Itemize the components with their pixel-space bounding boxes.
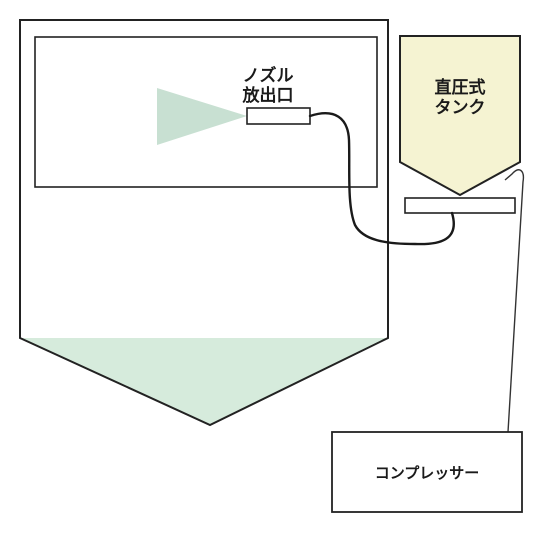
pressure-tank bbox=[399, 35, 521, 214]
blast-cabinet bbox=[19, 19, 389, 427]
tank-mixing-valve bbox=[404, 197, 516, 214]
nozzle-outlet bbox=[246, 107, 311, 125]
tank-label-line2: タンク bbox=[435, 98, 486, 118]
cabinet-outline bbox=[19, 19, 389, 427]
tank-body bbox=[399, 35, 521, 197]
tank-label-line1: 直圧式 bbox=[435, 77, 486, 98]
spray-cone bbox=[157, 88, 247, 145]
cabinet-window bbox=[34, 36, 378, 188]
compressor-box bbox=[331, 431, 523, 513]
cabinet-hopper-fill bbox=[20, 338, 388, 425]
nozzle-label-line2: 放出口 bbox=[242, 85, 294, 106]
air-line bbox=[504, 169, 525, 433]
nozzle-label-line1: ノズル bbox=[243, 65, 294, 86]
compressor-label: コンプレッサー bbox=[375, 464, 480, 482]
blast-hose bbox=[308, 112, 455, 246]
